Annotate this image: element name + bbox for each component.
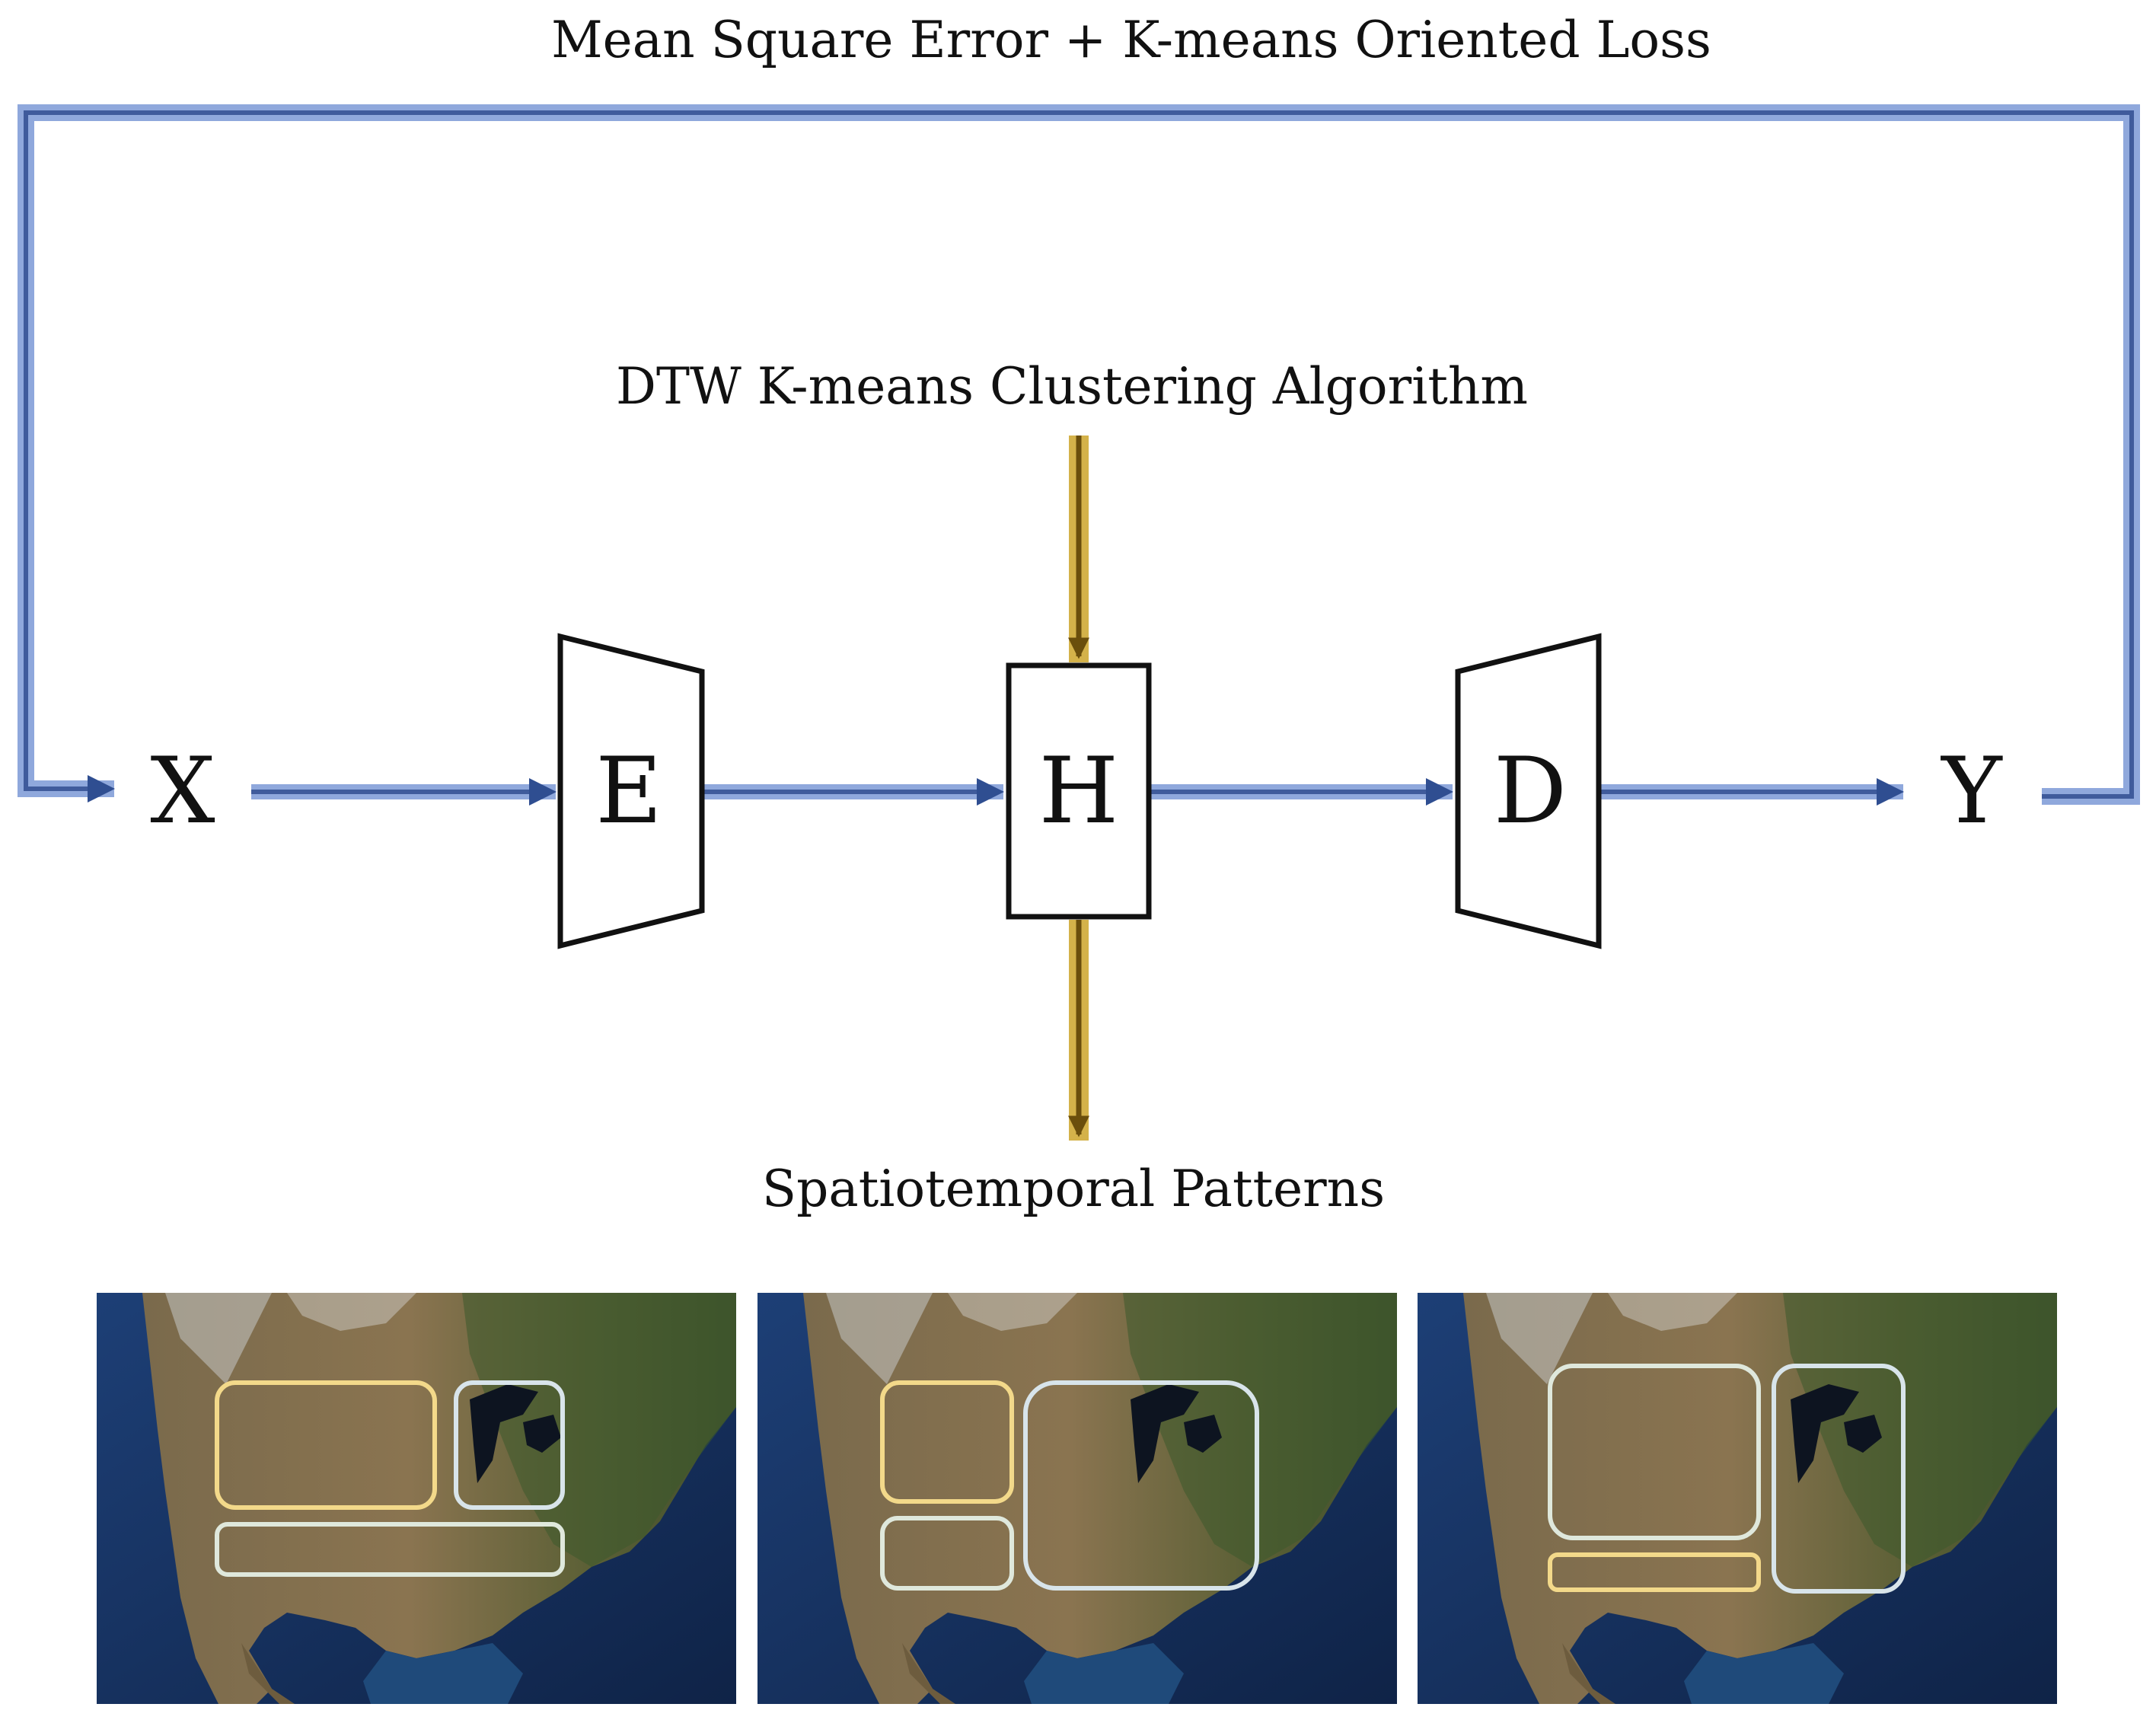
region-box-pale: [215, 1522, 565, 1577]
hidden-block: H: [1006, 662, 1152, 920]
loss-label: Mean Square Error + K-means Oriented Los…: [551, 11, 1711, 69]
region-box-light-blue: [1772, 1364, 1906, 1594]
region-box-yellow: [880, 1380, 1014, 1504]
hidden-label: H: [1039, 739, 1119, 844]
satellite-map-image: [97, 1293, 736, 1704]
map-panel-1: [97, 1293, 736, 1704]
encoder-block: E: [557, 633, 705, 949]
output-node-y: Y: [1940, 739, 2003, 844]
decoder-block: D: [1455, 633, 1602, 949]
encoder-label: E: [595, 739, 662, 844]
loss-feedback-loop: [18, 104, 2140, 805]
decoder-label: D: [1494, 739, 1567, 844]
satellite-map-image: [757, 1293, 1397, 1704]
map-panel-2: [757, 1293, 1397, 1704]
clustering-label: DTW K-means Clustering Algorithm: [616, 357, 1528, 416]
input-node-x: X: [150, 739, 215, 844]
region-box-pale: [880, 1516, 1014, 1591]
region-box-yellow: [215, 1380, 437, 1510]
map-panel-3: [1418, 1293, 2057, 1704]
region-box-yellow: [1548, 1552, 1761, 1592]
satellite-map-image: [1418, 1293, 2057, 1704]
region-box-light-blue: [454, 1380, 565, 1510]
patterns-label: Spatiotemporal Patterns: [762, 1160, 1385, 1218]
region-box-pale: [1548, 1364, 1761, 1540]
region-box-light-blue: [1023, 1380, 1259, 1591]
